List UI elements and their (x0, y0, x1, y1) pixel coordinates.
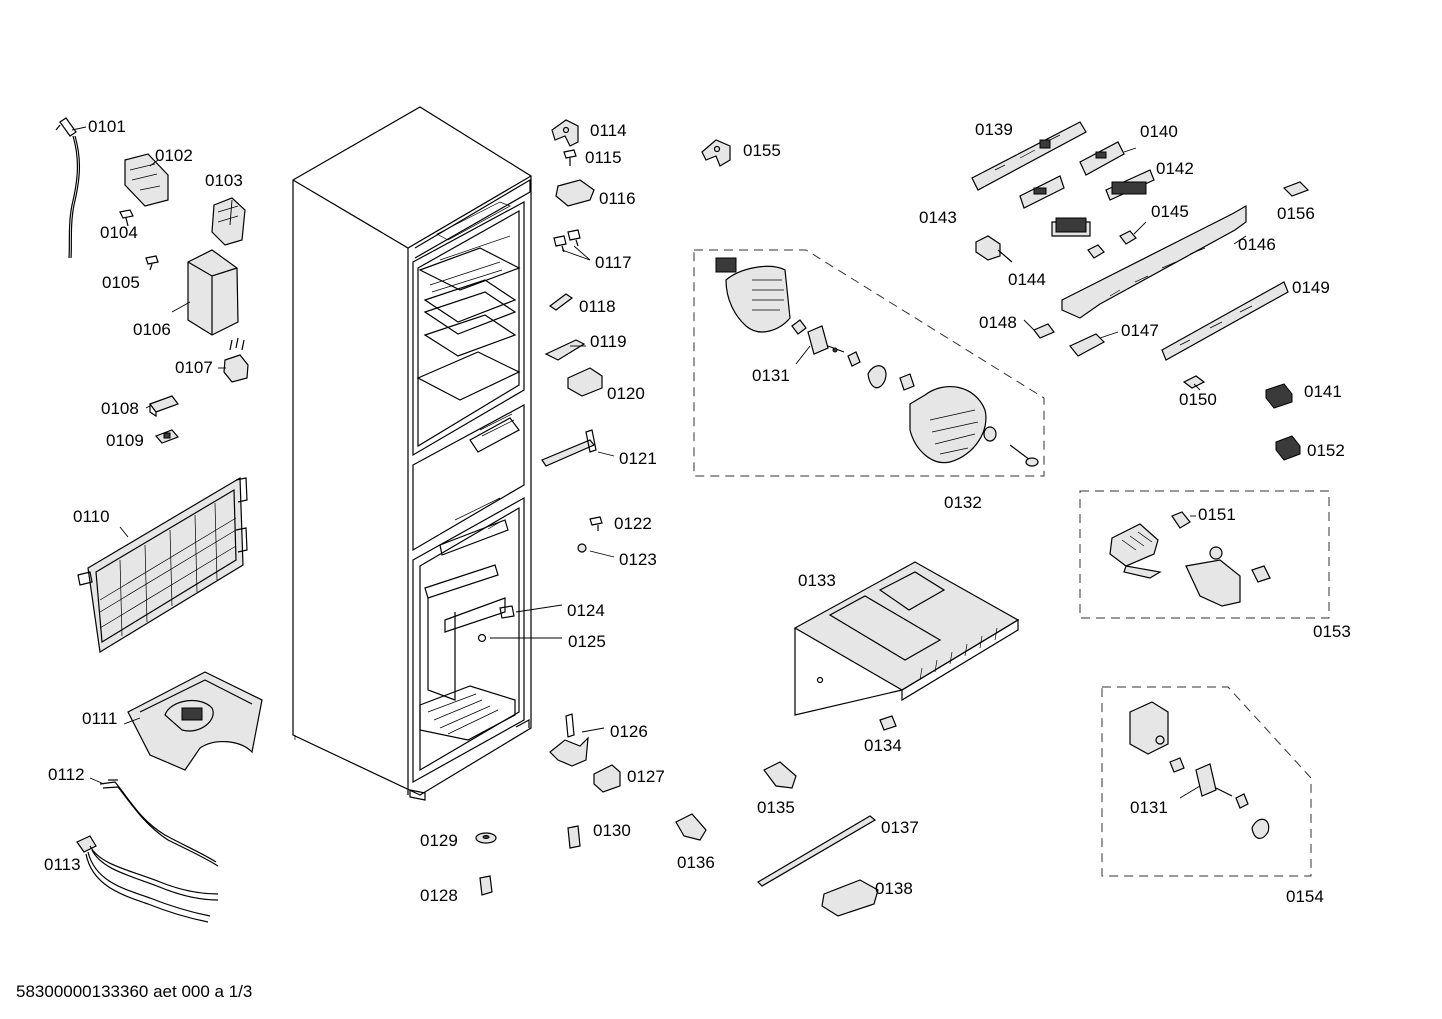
part-label-0150: 0150 (1179, 390, 1217, 409)
part-label-0155: 0155 (743, 141, 781, 160)
left-parts (55, 117, 263, 923)
part-label-0132: 0132 (944, 493, 982, 512)
part-label-0116: 0116 (599, 189, 636, 208)
part-label-0142: 0142 (1156, 159, 1194, 178)
part-label-0103: 0103 (205, 171, 243, 190)
part-label-0138: 0138 (875, 879, 913, 898)
part-label-0110: 0110 (73, 507, 110, 526)
part-label-0153: 0153 (1313, 622, 1351, 641)
electronics (971, 121, 1310, 461)
part-label-0118: 0118 (579, 297, 616, 316)
part-label-0134: 0134 (864, 736, 902, 755)
part-label-0137: 0137 (881, 818, 919, 837)
part-label-0141: 0141 (1304, 382, 1342, 401)
part-label-0133: 0133 (798, 571, 836, 590)
part-label-0144: 0144 (1008, 270, 1046, 289)
part-label-0126: 0126 (610, 722, 648, 741)
part-label-0130: 0130 (593, 821, 631, 840)
part-label-0147: 0147 (1121, 321, 1159, 340)
lamp-assembly (1079, 490, 1330, 619)
part-label-0113: 0113 (44, 855, 81, 874)
part-label-0101: 0101 (88, 117, 126, 136)
part-label-0105: 0105 (102, 273, 140, 292)
part-label-0104: 0104 (100, 223, 138, 242)
part-label-0154: 0154 (1286, 887, 1324, 906)
part-label-0106: 0106 (133, 320, 171, 339)
part-label-0120: 0120 (607, 384, 645, 403)
part-label-0131-b: 0131 (1130, 798, 1168, 817)
part-label-0117: 0117 (595, 253, 632, 272)
part-label-0129: 0129 (420, 831, 458, 850)
part-label-0149: 0149 (1292, 278, 1330, 297)
part-label-0111: 0111 (82, 709, 118, 728)
part-label-0151: 0151 (1198, 505, 1236, 524)
part-label-0123: 0123 (619, 550, 657, 569)
part-label-0119: 0119 (590, 332, 627, 351)
part-label-0139: 0139 (975, 120, 1013, 139)
part-label-0127: 0127 (627, 767, 665, 786)
part-label-0125: 0125 (568, 632, 606, 651)
part-label-0122: 0122 (614, 514, 652, 533)
part-label-0131-a: 0131 (752, 366, 790, 385)
part-label-0145: 0145 (1151, 202, 1189, 221)
part-label-0121: 0121 (619, 449, 657, 468)
part-label-0136: 0136 (677, 853, 715, 872)
part-label-0135: 0135 (757, 798, 795, 817)
part-label-0112: 0112 (48, 765, 85, 784)
document-footer: 58300000133360 aet 000 a 1/3 (16, 982, 253, 1001)
part-label-0148: 0148 (979, 313, 1017, 332)
part-label-0114: 0114 (590, 121, 627, 140)
fan-assembly (693, 249, 1045, 477)
part-label-0128: 0128 (420, 886, 458, 905)
part-label-0102: 0102 (155, 146, 193, 165)
evaporator-tray (793, 561, 1020, 731)
part-label-0146: 0146 (1238, 235, 1276, 254)
part-label-0152: 0152 (1307, 441, 1345, 460)
part-label-0156: 0156 (1277, 204, 1315, 223)
part-label-0143: 0143 (919, 208, 957, 227)
part-label-0140: 0140 (1140, 122, 1178, 141)
fan-assembly-lower (1101, 686, 1312, 877)
part-label-0115: 0115 (585, 148, 622, 167)
part-label-0109: 0109 (106, 431, 144, 450)
part-label-0107: 0107 (175, 358, 213, 377)
part-label-0108: 0108 (101, 399, 139, 418)
cabinet-body (292, 106, 532, 801)
leader-lines (71, 126, 233, 785)
part-label-0124: 0124 (567, 601, 605, 620)
middle-parts (475, 119, 879, 917)
